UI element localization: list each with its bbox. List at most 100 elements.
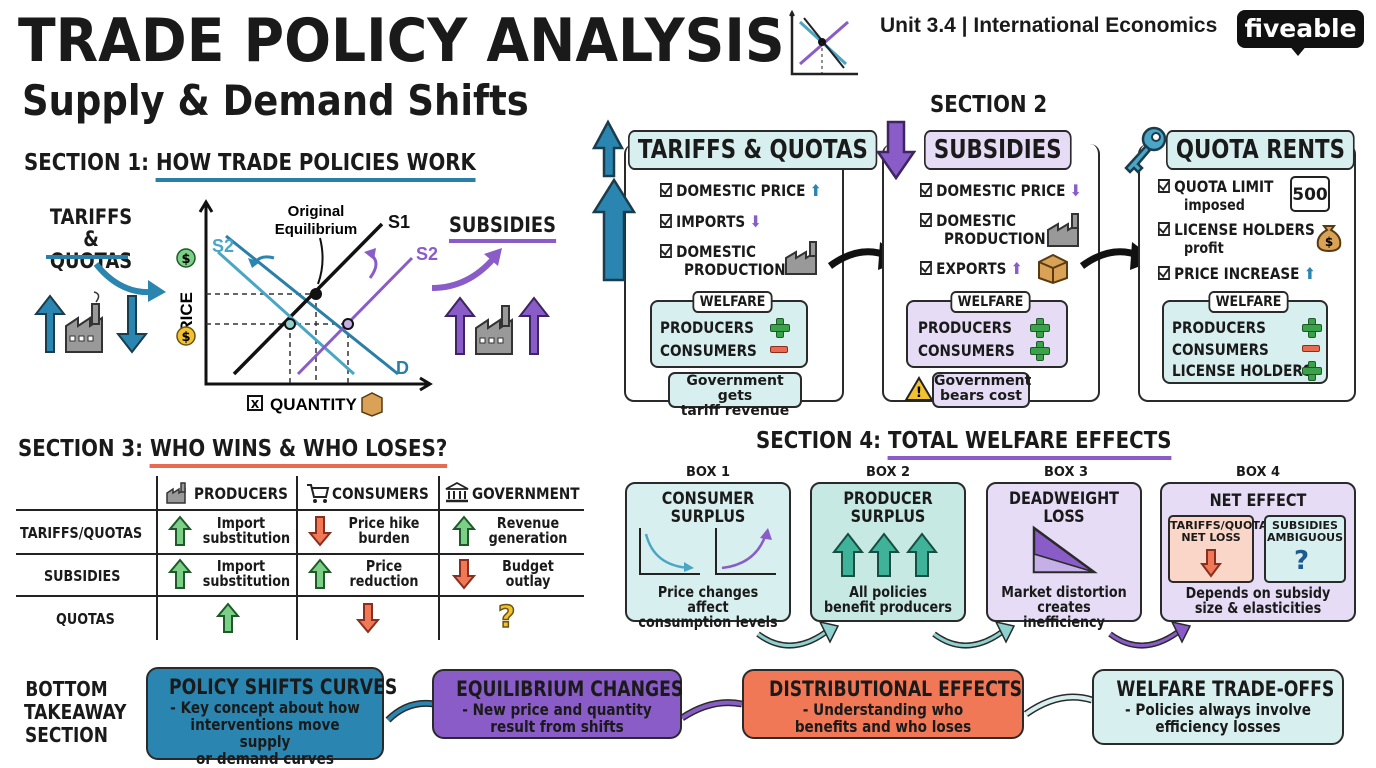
ambiguous-box: SUBSIDIES AMBIGUOUS bbox=[1264, 515, 1346, 583]
row-label-quotas: QUOTAS bbox=[56, 610, 115, 628]
tariffs-quotas-title: TARIFFS & QUOTAS bbox=[628, 130, 878, 170]
table-divider bbox=[16, 595, 584, 597]
down-arrow-icon: ⬇ bbox=[749, 212, 762, 231]
s1-curve bbox=[232, 222, 384, 376]
new-equilibrium-point bbox=[284, 318, 296, 330]
tq-welfare-consumers: CONSUMERS bbox=[660, 341, 757, 360]
sub-welfare-tag: WELFARE bbox=[950, 291, 1031, 313]
step3-desc: - Understanding who bbox=[802, 700, 964, 719]
new-equilibrium-point bbox=[342, 318, 354, 330]
sub-note-line1: Government bbox=[934, 373, 1032, 389]
section1-heading: SECTION 1: HOW TRADE POLICIES WORK bbox=[24, 150, 476, 182]
red-down-arrow-icon bbox=[1200, 549, 1222, 578]
section3-heading: SECTION 3: WHO WINS & WHO LOSES? bbox=[18, 436, 448, 468]
section2-heading: SECTION 2 bbox=[930, 92, 1048, 118]
equilibrium-pointer bbox=[317, 237, 324, 285]
subsidies-label: SUBSIDIES bbox=[449, 213, 556, 243]
qr-welfare-license: LICENSE HOLDERS bbox=[1172, 361, 1313, 380]
plus-icon bbox=[1302, 361, 1322, 381]
y-axis-arrow bbox=[198, 199, 214, 213]
svg-text:!: ! bbox=[916, 385, 922, 401]
sub-item-production: DOMESTIC bbox=[920, 212, 1016, 230]
factory-subsidy-icon bbox=[443, 296, 551, 355]
minus-icon bbox=[1302, 345, 1320, 352]
brand-logo[interactable]: fiveable bbox=[1237, 10, 1364, 48]
step3-title: DISTRIBUTIONAL EFFECTS bbox=[769, 677, 1022, 701]
step-policy-shifts: POLICY SHIFTS CURVES - Key concept about… bbox=[146, 667, 397, 767]
big-up-arrow-icon bbox=[591, 119, 637, 282]
step4-title: WELFARE TRADE-OFFS bbox=[1116, 677, 1335, 701]
x-box-glyph: X bbox=[251, 398, 260, 411]
package-icon bbox=[361, 392, 383, 417]
dollar-icon-glyph: $ bbox=[181, 252, 190, 267]
s2-left-curve bbox=[216, 250, 356, 376]
plus-icon bbox=[1302, 318, 1322, 338]
step-equilibrium-changes: EQUILIBRIUM CHANGES - New price and quan… bbox=[432, 669, 683, 739]
col-government: GOVERNMENT bbox=[472, 484, 580, 503]
step2-desc: result from shifts bbox=[490, 717, 624, 736]
money-bag-icon: $ bbox=[1316, 225, 1342, 253]
connector-arrow-icon bbox=[756, 620, 840, 649]
table-divider bbox=[438, 476, 440, 640]
demand-label: D bbox=[396, 358, 409, 378]
shift-arrow-right-head bbox=[364, 248, 376, 260]
government-icon bbox=[445, 481, 469, 503]
tq-item-price: DOMESTIC PRICE ⬆ bbox=[660, 182, 822, 200]
subsidies-text: SUBSIDIES bbox=[449, 213, 556, 243]
table-divider bbox=[296, 476, 298, 640]
plus-icon bbox=[1030, 318, 1050, 338]
chart-axes bbox=[204, 204, 428, 386]
qr-item-license-2: profit bbox=[1184, 239, 1224, 257]
section4-prefix: SECTION 4: bbox=[756, 428, 882, 454]
connector-arrow-icon bbox=[932, 620, 1016, 649]
calendar-badge: 500 bbox=[1290, 176, 1330, 212]
mini-curves-icon bbox=[639, 528, 776, 575]
net-loss-label: TARIFFS/QUOTAS bbox=[1170, 519, 1276, 532]
green-up-arrow-icon bbox=[167, 515, 193, 546]
wins-losses-table: PRODUCERS CONSUMERS GOVERNMENT TARIFFS/Q… bbox=[16, 476, 586, 642]
curve-arrow-right-icon bbox=[431, 248, 502, 291]
big-down-arrow-icon bbox=[875, 120, 917, 181]
package-icon bbox=[1038, 253, 1068, 285]
row-label-tariffs: TARIFFS/QUOTAS bbox=[20, 524, 143, 542]
tq-welfare-producers: PRODUCERS bbox=[660, 318, 754, 337]
sub-note: Government bears cost bbox=[932, 372, 1032, 408]
step2-desc: - New price and quantity bbox=[462, 700, 652, 719]
x-axis-arrow bbox=[419, 376, 433, 392]
col-producers: PRODUCERS bbox=[194, 484, 288, 503]
plus-icon bbox=[770, 318, 790, 338]
section3-title: WHO WINS & WHO LOSES? bbox=[149, 436, 448, 468]
section1-title: HOW TRADE POLICIES WORK bbox=[155, 150, 476, 182]
box2-tag: BOX 2 bbox=[866, 465, 911, 480]
step-distributional-effects: DISTRIBUTIONAL EFFECTS - Understanding w… bbox=[742, 669, 1024, 739]
question-icon: ? bbox=[1294, 546, 1310, 576]
qr-welfare-tag: WELFARE bbox=[1208, 291, 1289, 313]
demand-curve bbox=[225, 234, 399, 376]
factory-tariff-icon bbox=[33, 291, 149, 354]
quota-rents-title: QUOTA RENTS bbox=[1166, 130, 1355, 170]
page-subtitle: Supply & Demand Shifts bbox=[22, 76, 529, 125]
qr-item-limit-2: imposed bbox=[1184, 196, 1245, 214]
table-divider bbox=[16, 553, 584, 555]
box1-tag: BOX 1 bbox=[686, 465, 731, 480]
tq-item-imports: IMPORTS ⬇ bbox=[660, 213, 761, 231]
red-down-arrow-icon bbox=[307, 516, 333, 547]
triple-up-arrow-icon bbox=[831, 532, 939, 577]
tq-note-line2: tariff revenue bbox=[680, 403, 790, 419]
sub-item-exports: EXPORTS ⬆ bbox=[920, 260, 1023, 278]
box4-tag: BOX 4 bbox=[1236, 465, 1281, 480]
section4-heading: SECTION 4: TOTAL WELFARE EFFECTS bbox=[756, 428, 1172, 460]
shift-arrow-left-head bbox=[248, 258, 260, 268]
s2-right-label: S2 bbox=[416, 244, 438, 264]
tariffs-underline bbox=[46, 255, 128, 259]
